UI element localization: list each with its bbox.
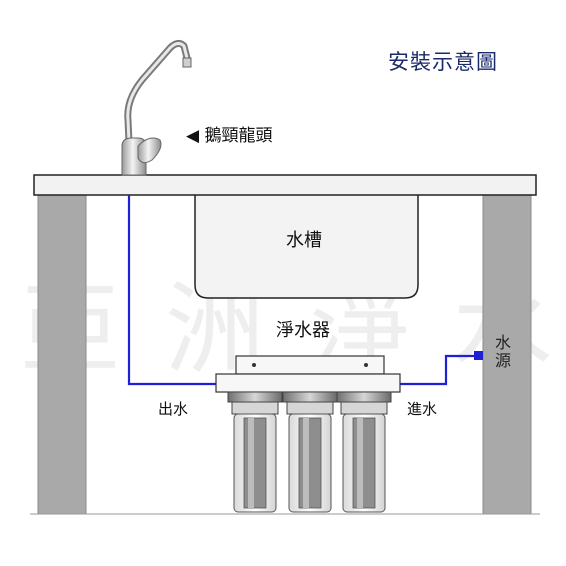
outlet-label: 出水 bbox=[158, 400, 189, 418]
faucet-label: ◀ 鵝頸龍頭 bbox=[186, 126, 273, 146]
outlet-pipe bbox=[127, 195, 218, 386]
sink-basin bbox=[194, 195, 419, 299]
filter-bracket bbox=[215, 355, 401, 393]
gooseneck-faucet bbox=[121, 39, 192, 176]
filter-label: 淨水器 bbox=[276, 320, 330, 341]
right-pillar bbox=[482, 193, 532, 515]
countertop bbox=[33, 174, 537, 196]
sink-label: 水槽 bbox=[286, 230, 322, 251]
filter-housing-1 bbox=[227, 391, 283, 513]
inlet-label: 進水 bbox=[407, 400, 438, 418]
water-source-label: 水源 bbox=[494, 333, 511, 371]
filter-housing-3 bbox=[336, 391, 392, 513]
diagram-title: 安裝示意圖 bbox=[388, 50, 498, 74]
left-pillar bbox=[37, 193, 87, 515]
water-source-valve bbox=[474, 351, 483, 360]
inlet-pipe bbox=[398, 354, 478, 386]
filter-housing-2 bbox=[282, 391, 338, 513]
